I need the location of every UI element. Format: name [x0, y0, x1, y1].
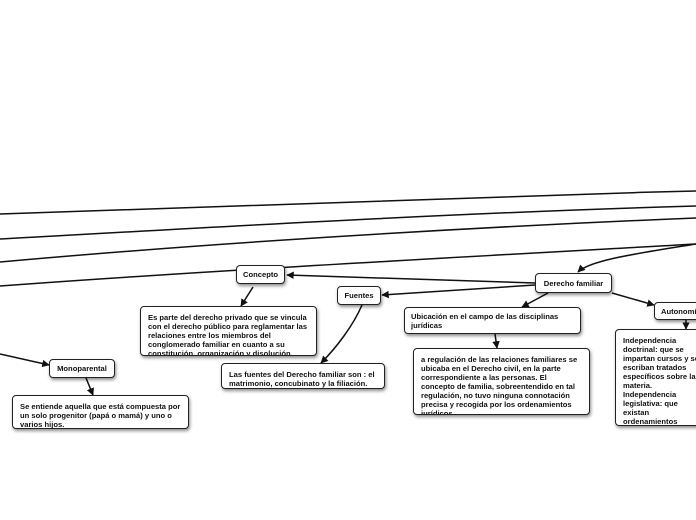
node-autonomia-description[interactable]: Independencia doctrinal: que se impartan…	[615, 329, 696, 426]
connector-ubicacion-desc	[492, 333, 500, 349]
node-ubicacion[interactable]: Ubicación en el campo de las disciplinas…	[404, 307, 581, 334]
node-autonomia-description-text: Independencia doctrinal: que se impartan…	[623, 336, 696, 426]
node-concepto[interactable]: Concepto	[236, 265, 285, 284]
connector-concepto-desc	[240, 286, 254, 307]
node-monoparental-description-text: Se entiende aquella que está compuesta p…	[20, 402, 181, 429]
node-ubicacion-description[interactable]: a regulación de las relaciones familiare…	[413, 348, 590, 415]
connector-to-monoparental	[0, 353, 50, 368]
node-fuentes[interactable]: Fuentes	[337, 286, 381, 305]
node-ubicacion-description-text: a regulación de las relaciones familiare…	[421, 355, 578, 415]
node-ubicacion-label: Ubicación en el campo de las disciplinas…	[411, 311, 559, 330]
connector-offscreen-2	[0, 205, 696, 240]
connector-fuentes-desc	[320, 304, 363, 364]
connector-monoparental-desc	[85, 377, 94, 396]
node-fuentes-description[interactable]: Las fuentes del Derecho familiar son : e…	[221, 363, 385, 389]
connector-offscreen-4	[0, 243, 696, 287]
node-concepto-label: Concepto	[242, 270, 278, 279]
node-autonomia-label: Autonomía	[661, 306, 696, 316]
node-derecho-familiar-label: Derecho familiar	[543, 278, 604, 288]
connector-offscreen-3	[0, 217, 696, 263]
connector-to-ubicacion	[521, 292, 549, 308]
node-fuentes-label: Fuentes	[344, 291, 374, 300]
node-derecho-familiar[interactable]: Derecho familiar	[535, 273, 612, 293]
connector-offscreen-5	[577, 243, 696, 273]
node-concepto-description-text: Es parte del derecho privado que se vinc…	[148, 313, 308, 356]
node-autonomia[interactable]: Autonomía	[654, 302, 696, 320]
node-fuentes-description-text: Las fuentes del Derecho familiar son : e…	[229, 370, 375, 388]
node-monoparental[interactable]: Monoparental	[49, 359, 115, 378]
node-monoparental-label: Monoparental	[57, 364, 107, 373]
node-concepto-description[interactable]: Es parte del derecho privado que se vinc…	[140, 306, 317, 356]
connector-to-autonomia	[611, 292, 655, 307]
connector-to-concepto	[286, 271, 536, 284]
connector-offscreen-1	[0, 190, 696, 215]
node-monoparental-description[interactable]: Se entiende aquella que está compuesta p…	[12, 395, 189, 429]
connector-to-fuentes	[381, 284, 536, 299]
